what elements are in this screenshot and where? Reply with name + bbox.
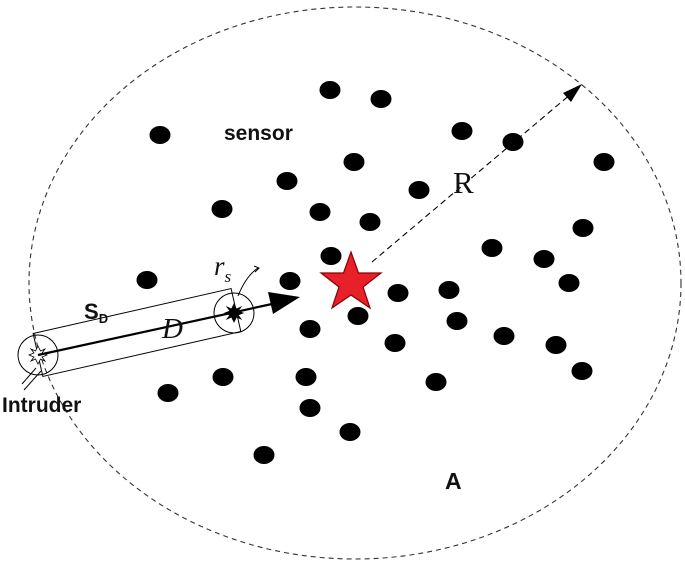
sensor-node bbox=[451, 122, 473, 140]
sensor-node bbox=[572, 219, 594, 237]
radius-arrow bbox=[371, 87, 579, 263]
swept-area-symbol: S bbox=[84, 299, 99, 324]
sensor-node bbox=[408, 181, 430, 199]
sensor-node bbox=[387, 284, 409, 302]
sensor-node bbox=[359, 213, 381, 231]
movement-arrow bbox=[37, 302, 273, 357]
sensor-label: sensor bbox=[224, 122, 293, 145]
sensor-node bbox=[384, 334, 406, 352]
swept-area-subscript: D bbox=[99, 311, 108, 326]
intruder-pointer bbox=[23, 370, 42, 391]
sensor-node bbox=[347, 307, 369, 325]
sensor-node bbox=[211, 200, 233, 218]
sensor-node bbox=[493, 327, 515, 345]
sensor-node bbox=[320, 247, 342, 265]
sensor-node bbox=[593, 153, 615, 171]
sensing-radius-subscript: s bbox=[225, 267, 232, 286]
sensing-radius-label: rs bbox=[214, 251, 232, 286]
sensor-node bbox=[502, 133, 524, 151]
movement-arrow-head bbox=[268, 292, 300, 314]
sensor-node bbox=[425, 373, 447, 391]
sensing-radius-arc bbox=[237, 267, 259, 297]
sensor-node bbox=[438, 281, 460, 299]
sensor-node bbox=[319, 81, 341, 99]
sensor-node bbox=[136, 271, 158, 289]
sensing-radius-symbol: r bbox=[214, 251, 225, 281]
intruder-end-circle bbox=[213, 292, 255, 334]
sensor-node bbox=[571, 362, 593, 380]
intruder-label: Intruder bbox=[2, 394, 81, 417]
sensor-node bbox=[339, 423, 361, 441]
sensor-node bbox=[370, 90, 392, 108]
sensor-node bbox=[157, 384, 179, 402]
sensor-node bbox=[276, 172, 298, 190]
swept-area-label: SD bbox=[84, 299, 108, 326]
sensor-node bbox=[558, 274, 580, 292]
sensor-node bbox=[253, 446, 275, 464]
sensor-node bbox=[212, 368, 234, 386]
sensor-node bbox=[446, 312, 468, 330]
sensor-node bbox=[149, 126, 171, 144]
sensor-nodes bbox=[136, 81, 615, 464]
radius-label: R bbox=[453, 165, 474, 200]
sensor-node bbox=[309, 203, 331, 221]
target-star bbox=[319, 250, 383, 310]
sensor-node bbox=[299, 399, 321, 417]
radius-arrow-head bbox=[563, 84, 582, 102]
distance-label: D bbox=[161, 313, 183, 345]
sensor-node bbox=[299, 320, 321, 338]
intruder-pointer-edge bbox=[21, 367, 37, 385]
sensor-node bbox=[295, 368, 317, 386]
sensor-node bbox=[343, 153, 365, 171]
sensing-radius-arc-tick bbox=[253, 265, 260, 273]
sensor-node bbox=[545, 336, 567, 354]
sensor-node bbox=[481, 239, 503, 257]
deployment-area-boundary bbox=[28, 6, 682, 560]
area-label: A bbox=[445, 468, 462, 494]
sensor-node bbox=[533, 250, 555, 268]
sensor-node bbox=[279, 272, 301, 290]
